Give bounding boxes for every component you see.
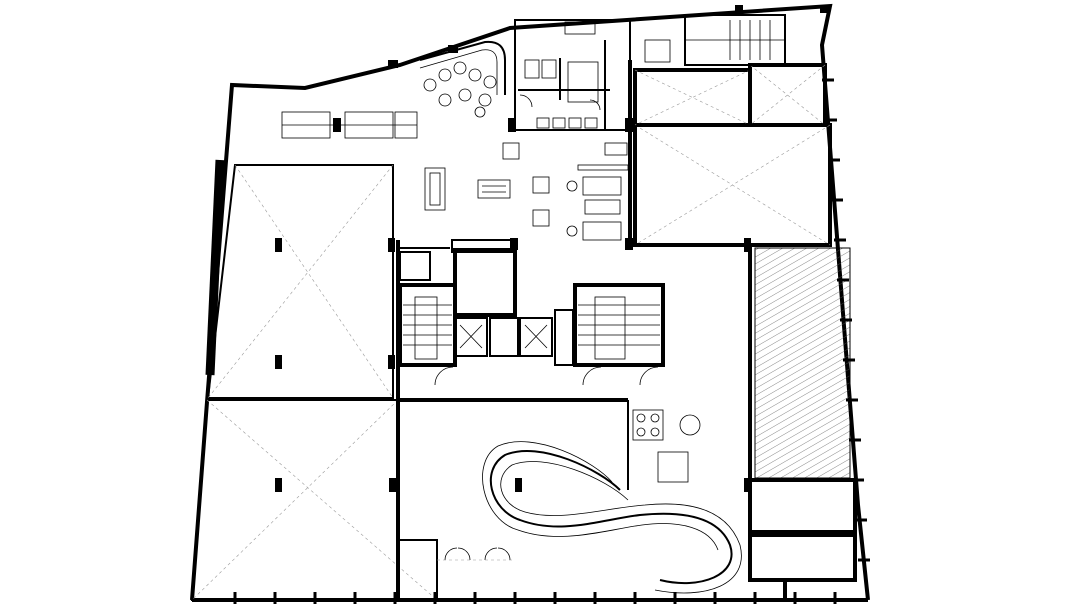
stair-core-east [554, 283, 665, 386]
cafe-tables-east [632, 409, 701, 483]
facade-mullions [233, 78, 870, 604]
reception-desk [419, 40, 506, 95]
stair-core-west [398, 283, 457, 386]
lounge-sofas [566, 142, 629, 241]
atrium-void-northwest [206, 164, 394, 399]
structural-columns [275, 5, 828, 492]
curved-ramp-staircase [482, 441, 742, 594]
workstations [281, 111, 418, 139]
restrooms-north [514, 19, 631, 131]
hatched-core-east [754, 247, 851, 479]
lounge-seating [423, 61, 497, 118]
stair-north [644, 14, 786, 66]
entrance-doors [437, 547, 515, 561]
void-rooms-east [633, 63, 832, 247]
atrium-void-southwest [190, 399, 438, 601]
cafe-tables [424, 142, 550, 227]
rooms-southeast [748, 478, 857, 600]
elevator-lobby [453, 248, 553, 357]
